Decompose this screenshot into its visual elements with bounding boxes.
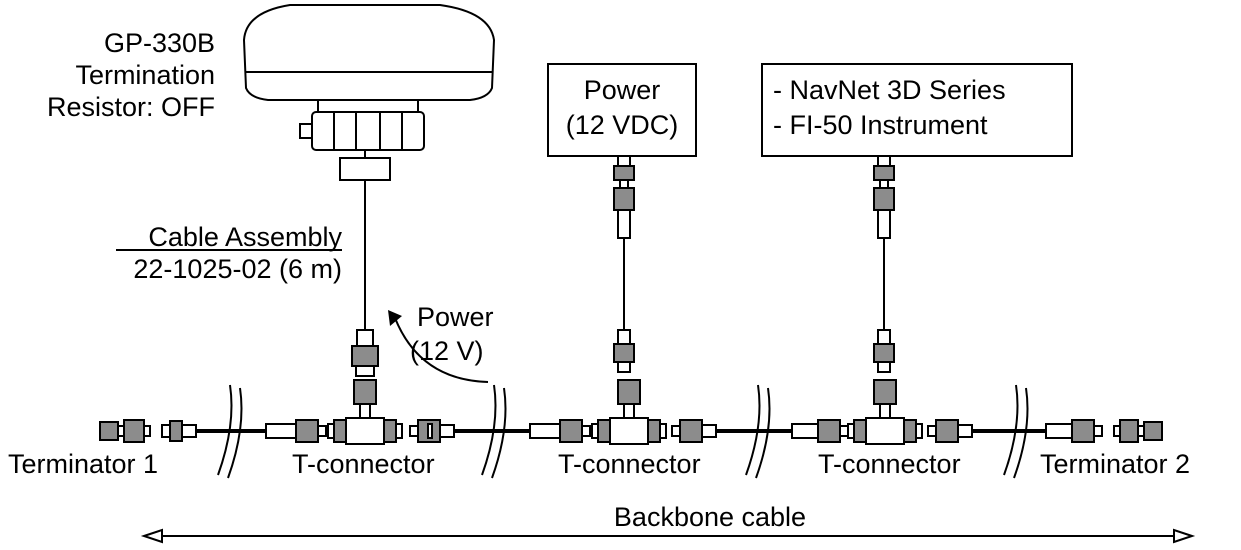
svg-text:Power: Power — [584, 75, 661, 105]
power-supply-box: Power (12 VDC) — [547, 63, 697, 157]
backbone-segment-3 — [671, 419, 849, 443]
svg-text:(12 VDC): (12 VDC) — [566, 110, 679, 140]
terminator-2 — [1113, 419, 1163, 443]
t-connector-1 — [327, 379, 403, 445]
antenna-drop-connector — [351, 329, 379, 377]
cable-break-4 — [1003, 384, 1029, 479]
t-connector-2-label: T-connector — [558, 449, 701, 479]
navnet-device-box: - NavNet 3D Series - FI-50 Instrument — [761, 63, 1073, 157]
cable-break-2 — [481, 384, 507, 479]
cable-break-1 — [217, 384, 243, 479]
backbone-segment-4 — [927, 419, 1103, 443]
cable-assembly-part: 22-1025-02 (6 m) — [133, 254, 342, 284]
t-connector-3 — [847, 379, 923, 445]
terminator-2-label: Terminator 2 — [1040, 449, 1190, 479]
gps-antenna-label: GP-330B Termination Resistor: OFF — [47, 28, 215, 122]
device-drop-cable — [873, 155, 895, 373]
power-flow-arrow — [388, 310, 489, 383]
backbone-segment-2 — [409, 419, 591, 443]
svg-text:(12 V): (12 V) — [410, 336, 484, 366]
t-connector-1-label: T-connector — [292, 449, 435, 479]
fi50-label: - FI-50 Instrument — [773, 110, 988, 140]
gps-model-label: GP-330B — [104, 28, 215, 58]
navnet-3d-label: - NavNet 3D Series — [773, 75, 1006, 105]
t-connector-2 — [591, 379, 667, 445]
backbone-segment-1 — [161, 419, 327, 443]
cable-assembly-title: Cable Assembly — [148, 222, 342, 252]
gps-resistor-label: Resistor: OFF — [47, 92, 215, 122]
terminator-1-label: Terminator 1 — [8, 449, 158, 479]
cable-break-3 — [745, 384, 771, 479]
cable-assembly-label: Cable Assembly 22-1025-02 (6 m) — [116, 222, 342, 284]
backbone-cable-label: Backbone cable — [614, 502, 806, 532]
backbone-span-arrow — [140, 528, 1196, 544]
power-drop-cable — [613, 155, 635, 373]
gps-termination-label: Termination — [75, 60, 215, 90]
power-flow-label: Power (12 V) — [410, 302, 494, 366]
gps-antenna — [242, 4, 496, 181]
svg-text:Power: Power — [417, 302, 494, 332]
t-connector-3-label: T-connector — [818, 449, 961, 479]
terminator-1 — [99, 419, 151, 443]
